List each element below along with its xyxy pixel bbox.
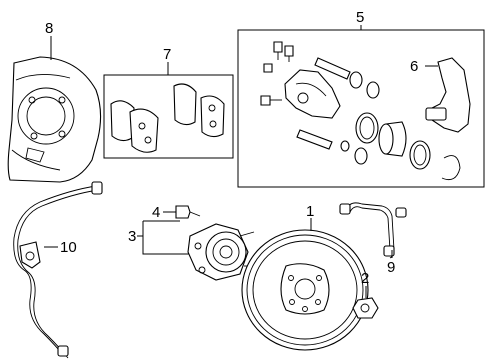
callout-9: 9: [387, 259, 395, 276]
dust-shield-part[interactable]: [7, 56, 102, 183]
brake-pads-part[interactable]: [110, 83, 225, 153]
callout-1: 1: [306, 203, 314, 220]
lug-nut-part[interactable]: [352, 297, 379, 319]
bleeder-bolts-part[interactable]: [260, 41, 294, 106]
dust-boot-part[interactable]: [409, 140, 431, 170]
abs-sensor-part[interactable]: [13, 181, 103, 359]
hub-bearing-part[interactable]: [187, 223, 258, 281]
caliper-body-part[interactable]: [284, 69, 341, 119]
brake-hose-part[interactable]: [339, 202, 407, 259]
piston-part[interactable]: [378, 121, 407, 157]
caliper-bracket-part[interactable]: [425, 57, 471, 133]
boots-part[interactable]: [340, 71, 380, 165]
piston-seal-part[interactable]: [355, 112, 379, 144]
callout-3: 3: [128, 228, 136, 245]
callout-5: 5: [356, 9, 364, 26]
brake-rotor-part[interactable]: [241, 229, 369, 351]
callout-7: 7: [163, 46, 171, 63]
callout-6: 6: [410, 58, 418, 75]
callout-8: 8: [45, 20, 53, 37]
callout-4: 4: [152, 204, 160, 221]
leader-bracket-3: [142, 221, 190, 255]
hub-bolt-part[interactable]: [175, 205, 201, 219]
retaining-ring-part[interactable]: [441, 155, 461, 181]
guide-pin-part[interactable]: [296, 57, 351, 150]
callout-10: 10: [60, 239, 77, 256]
callout-2: 2: [361, 270, 369, 287]
